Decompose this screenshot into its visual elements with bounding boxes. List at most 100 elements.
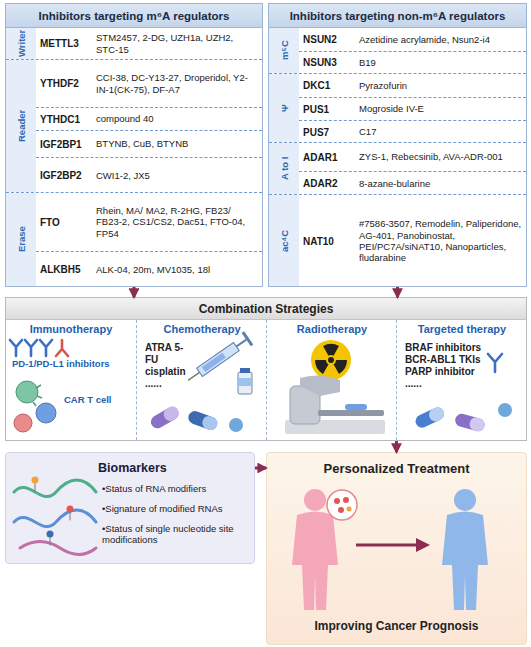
rna-strands bbox=[35, 482, 36, 491]
bullet-item: •Signature of modified RNAs bbox=[102, 503, 252, 514]
regulator-row: IGF2BP1BTYNB, CuB, BTYNB bbox=[36, 130, 262, 157]
category-label: Erase bbox=[6, 193, 36, 286]
category-label: m⁵C bbox=[269, 28, 299, 73]
strategy-column: Radiotherapy bbox=[266, 320, 396, 440]
regulator-row: FTORhein, MA/ MA2, R-2HG, FB23/ FB23-2, … bbox=[36, 193, 262, 251]
rna-strands bbox=[14, 477, 96, 555]
category-label: ac⁴C bbox=[269, 195, 299, 286]
patient-figures bbox=[442, 512, 488, 611]
regulator-name: DKC1 bbox=[303, 74, 359, 97]
category-label: Reader bbox=[6, 60, 36, 192]
category-band: EraseFTORhein, MA/ MA2, R-2HG, FB23/ FB2… bbox=[6, 192, 262, 286]
patient-figures bbox=[347, 507, 352, 512]
targeted-icons bbox=[413, 354, 512, 433]
patient-figures bbox=[356, 544, 418, 547]
inhibitor-list: ALK-04, 20m, MV1035, 18l bbox=[96, 252, 258, 287]
panel-header: Inhibitors targeting m⁶A regulators bbox=[6, 4, 262, 28]
column-title: Immunotherapy bbox=[6, 323, 136, 335]
strategy-column: ImmunotherapyPD-1/PD-L1 inhibitorsCAR T … bbox=[6, 320, 136, 440]
regulator-name: METTL3 bbox=[40, 28, 96, 59]
regulator-row: PUS1Mogroside IV-E bbox=[299, 97, 526, 120]
syringe-icon bbox=[197, 342, 240, 376]
patient-figures bbox=[292, 489, 488, 610]
radiation-symbol bbox=[328, 357, 334, 363]
patient-figures bbox=[416, 538, 430, 552]
category-band: WriterMETTL3STM2457, 2-DG, UZH1a, UZH2, … bbox=[6, 28, 262, 59]
pill-icons bbox=[162, 404, 181, 423]
rna-strands bbox=[20, 542, 96, 555]
regulator-name: FTO bbox=[40, 193, 96, 251]
category-band: A to IADAR1ZYS-1, Rebecsinib, AVA-ADR-00… bbox=[269, 142, 526, 194]
patient-figures bbox=[292, 512, 338, 611]
vial-icon bbox=[238, 378, 252, 386]
regulator-name: ALKBH5 bbox=[40, 252, 96, 287]
box-title: Personalized Treatment bbox=[267, 461, 526, 476]
bullet-item: •Status of single nucleotide site modifi… bbox=[102, 523, 252, 546]
radiotherapy-machine bbox=[290, 386, 320, 424]
patient-figures bbox=[343, 497, 349, 503]
patient-figures bbox=[304, 489, 326, 511]
antibody-icons bbox=[56, 340, 68, 356]
strategy-column: ChemotherapyATRA 5-FU cisplatin ...... bbox=[136, 320, 266, 440]
radiotherapy-machine bbox=[300, 375, 340, 396]
syringe-icon bbox=[242, 331, 254, 346]
radiotherapy-machine bbox=[345, 404, 367, 410]
therapy-list: BRAF inhibitors BCR-ABL1 TKIs PARP inhib… bbox=[405, 342, 489, 390]
regulator-row: NSUN3B19 bbox=[299, 51, 526, 73]
antibody-icons bbox=[10, 340, 22, 356]
category-band: ΨDKC1PyrazofurinPUS1Mogroside IV-EPUS7C1… bbox=[269, 73, 526, 142]
therapy-item: CAR T cell bbox=[64, 394, 134, 405]
regulator-row: ALKBH5ALK-04, 20m, MV1035, 18l bbox=[36, 251, 262, 287]
regulator-row: YTHDC1compound 40 bbox=[36, 107, 262, 130]
strategy-column: Targeted therapyBRAF inhibitors BCR-ABL1… bbox=[396, 320, 526, 440]
category-label: Ψ bbox=[269, 74, 299, 142]
inhibitor-list: Azetidine acrylamide, Nsun2-i4 bbox=[359, 28, 522, 51]
radiotherapy-machine bbox=[318, 410, 384, 416]
pill-icons bbox=[149, 404, 243, 432]
category-label: Writer bbox=[6, 28, 36, 59]
inhibitor-list: 8-azane-bularine bbox=[359, 172, 522, 195]
radiotherapy-machine bbox=[285, 375, 385, 434]
rna-strands bbox=[14, 510, 96, 527]
rna-strands bbox=[14, 480, 96, 497]
outcome-box: Personalized TreatmentImproving Cancer P… bbox=[266, 452, 527, 645]
category-label: A to I bbox=[269, 143, 299, 194]
antibody-icons bbox=[25, 340, 37, 356]
regulator-name: ADAR2 bbox=[303, 172, 359, 195]
regulator-row: ADAR1ZYS-1, Rebecsinib, AVA-ADR-001 bbox=[299, 143, 526, 171]
pill-icons bbox=[201, 414, 220, 431]
strategy-panel: Combination StrategiesImmunotherapyPD-1/… bbox=[5, 297, 527, 441]
syringe-icon bbox=[202, 353, 226, 372]
targeted-icons bbox=[427, 405, 446, 423]
regulator-row: DKC1Pyrazofurin bbox=[299, 74, 526, 97]
regulator-name: PUS1 bbox=[303, 98, 359, 120]
regulator-row: NSUN2Azetidine acrylamide, Nsun2-i4 bbox=[299, 28, 526, 51]
inhibitor-list: compound 40 bbox=[96, 108, 258, 130]
patient-figures bbox=[334, 498, 340, 504]
flow-arrow bbox=[133, 287, 136, 297]
targeted-icons bbox=[454, 412, 486, 432]
radiation-symbol bbox=[323, 344, 339, 356]
regulator-name: NSUN3 bbox=[303, 52, 359, 73]
therapy-list: ATRA 5-FU cisplatin ...... bbox=[145, 342, 193, 390]
car-t-cells bbox=[36, 403, 56, 423]
rna-strands bbox=[70, 511, 71, 520]
column-title: Radiotherapy bbox=[267, 323, 397, 335]
vial-icon bbox=[238, 368, 252, 394]
regulator-name: PUS7 bbox=[303, 121, 359, 143]
pill-icons bbox=[229, 418, 243, 432]
regulator-name: IGF2BP2 bbox=[40, 158, 96, 193]
antibody-icons bbox=[10, 340, 68, 356]
targeted-icons bbox=[454, 412, 486, 432]
inhibitor-list: BTYNB, CuB, BTYNB bbox=[96, 131, 258, 157]
syringe-icon bbox=[188, 372, 199, 380]
biomarker-box: Biomarkers•Status of RNA modifiers•Signa… bbox=[5, 452, 255, 564]
regulator-row: METTL3STM2457, 2-DG, UZH1a, UZH2, STC-15 bbox=[36, 28, 262, 59]
syringe-icon bbox=[236, 340, 246, 347]
inhibitor-list: CCI-38, DC-Y13-27, Droperidol, Y2-IN-1(C… bbox=[96, 60, 258, 107]
vial-icon bbox=[238, 372, 252, 394]
pill-icons bbox=[187, 409, 220, 431]
